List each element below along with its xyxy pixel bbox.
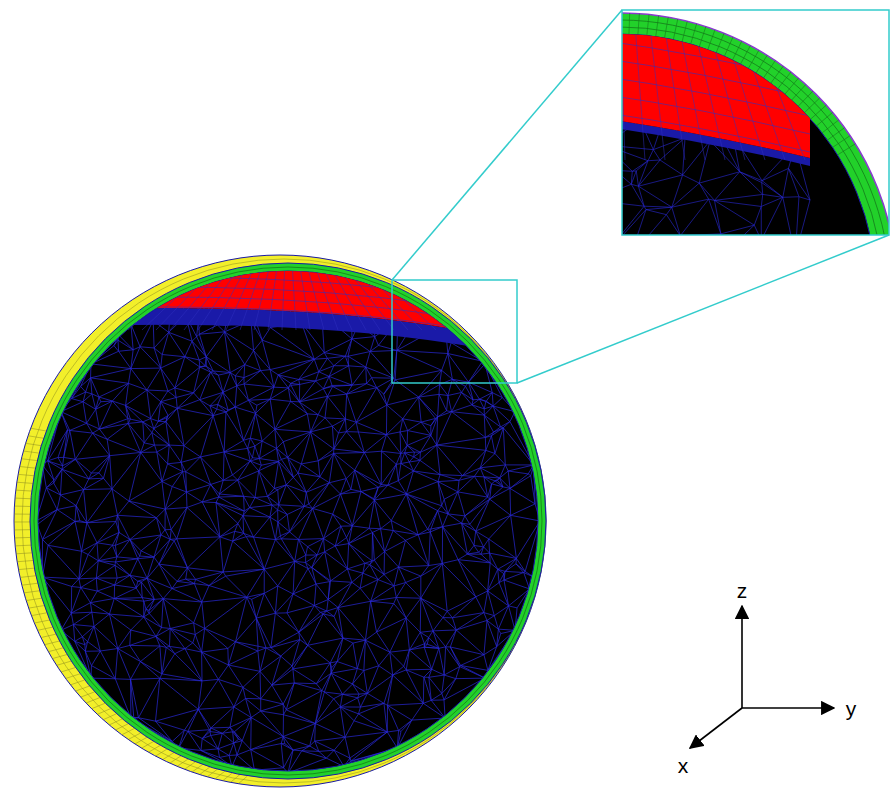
cap-grid-line (212, 240, 261, 330)
cap-grid-line (198, 240, 257, 330)
cap-grid-line (20, 307, 480, 332)
yellow-shell-grid (14, 259, 546, 784)
axis-arrow (742, 707, 834, 709)
cap-grid-line (282, 240, 286, 330)
zoom-line (517, 235, 889, 383)
red-cap (20, 0, 480, 334)
inset-frame (622, 10, 889, 235)
axis-label: y (846, 698, 857, 719)
cap-grid-line (301, 240, 324, 330)
cap-grid-line (306, 240, 339, 330)
green-shell-layer (34, 267, 542, 775)
cap-grid-line (320, 240, 380, 330)
zoom-box (392, 280, 517, 383)
cap-grid-line (226, 240, 266, 330)
cap-grid-line (114, 240, 227, 330)
red-cap-grid (20, 240, 480, 332)
cap-grid-line (315, 240, 366, 330)
cap-grid-line (310, 240, 352, 330)
green-shell (30, 263, 546, 779)
cap-grid-line (330, 240, 408, 330)
cap-grid-line (350, 240, 464, 330)
cap-grid-line (296, 240, 310, 330)
cap-grid-line (142, 240, 237, 330)
cap-grid-line (184, 240, 252, 330)
axis-label: z (737, 580, 748, 601)
cap-grid-line (156, 240, 242, 330)
cap-grid-line (325, 240, 394, 330)
axis-arrow (690, 708, 742, 748)
cap-grid-line (100, 240, 222, 330)
axis-label: x (678, 755, 689, 776)
cap-grid-line (268, 240, 281, 330)
cap-grid-line (170, 240, 247, 330)
cap-grid-line (240, 240, 271, 330)
yellow-shell (14, 255, 546, 787)
zoom-line (392, 10, 622, 280)
cap-grid-line (254, 240, 276, 330)
cap-grid-line (128, 240, 232, 330)
cap-grid-line (345, 240, 450, 330)
cap-grid-line (335, 240, 422, 330)
cap-grid-line (355, 240, 479, 330)
cap-grid-line (291, 240, 296, 330)
inset-view (622, 10, 889, 235)
cap-grid-line (340, 240, 436, 330)
axis-arrow (741, 606, 743, 708)
